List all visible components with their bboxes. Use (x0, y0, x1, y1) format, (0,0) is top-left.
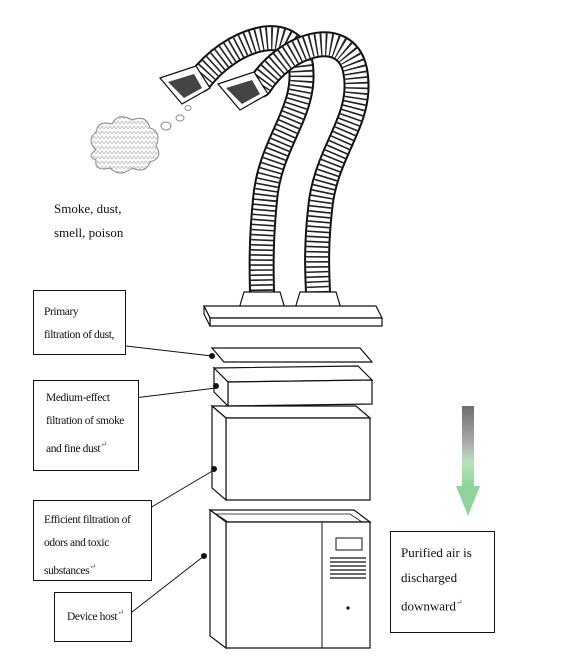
callout-efficient-line3-text: substances (44, 564, 90, 577)
left-hose (187, 25, 315, 308)
callout-efficient-line2: odors and toxic (44, 537, 109, 549)
purified-note-line3: downward↵ (401, 590, 494, 618)
callout-efficient-para-mark: ↵ (89, 562, 96, 571)
callout-primary-line2: filtration of dust, (44, 329, 115, 341)
callout-efficient-line1: Efficient filtration of (44, 514, 131, 526)
smoke-label: Smoke, dust, smell, poison (54, 197, 123, 245)
callout-primary-line1: Primary (44, 306, 79, 318)
callout-efficient: Efficient filtration of odors and toxic … (33, 500, 152, 581)
nozzle-left-icon (158, 65, 211, 105)
purified-note-line3-text: downward (401, 598, 456, 614)
medium-filter-tray (212, 365, 374, 408)
callout-medium-line3-text: and fine dust (46, 442, 101, 455)
callout-medium-line1: Medium-effect (46, 392, 110, 404)
purified-note-line2: discharged (401, 570, 458, 585)
callout-medium: Medium-effect filtration of smoke and fi… (33, 380, 139, 471)
purified-air-arrow-icon (456, 406, 480, 516)
device-host-cabinet (208, 508, 372, 650)
smoke-label-line1: Smoke, dust, (54, 201, 122, 216)
purified-air-note: Purified air is discharged downward↵ (390, 531, 495, 633)
efficient-filter-box (210, 404, 372, 502)
callout-medium-line2: filtration of smoke (46, 415, 124, 427)
callout-host-para-mark: ↵ (117, 608, 124, 617)
nozzle-right-icon (216, 71, 269, 111)
callout-device-host: Device host↵ (54, 592, 132, 642)
callout-host-line1: Device host↵ (67, 601, 131, 629)
callout-leaders (125, 345, 219, 613)
callout-medium-para-mark: ↵ (100, 440, 107, 449)
purified-note-para-mark: ↵ (455, 598, 463, 607)
callout-host-line1-text: Device host (67, 610, 118, 623)
smoke-label-line2: smell, poison (54, 225, 124, 240)
top-cover-plate (203, 305, 383, 327)
smoke-cloud-icon (90, 105, 192, 174)
callout-primary: Primary filtration of dust, (33, 290, 126, 355)
callout-efficient-line3: substances↵ (44, 555, 151, 583)
right-hose (247, 31, 370, 308)
purified-note-line1: Purified air is (401, 545, 472, 560)
callout-medium-line3: and fine dust↵ (46, 433, 138, 461)
primary-filter-sheet (210, 347, 374, 363)
